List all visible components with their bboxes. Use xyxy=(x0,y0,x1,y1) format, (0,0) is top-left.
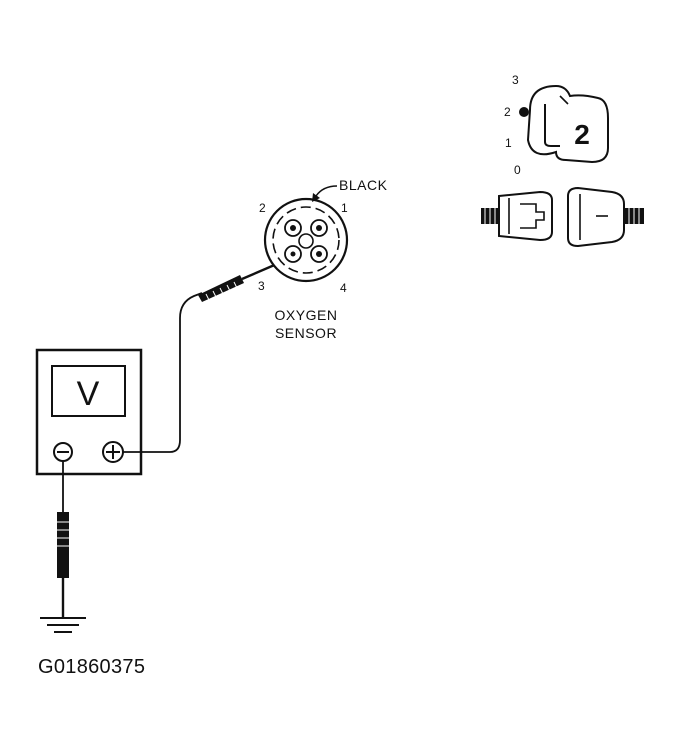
negative-probe xyxy=(57,512,69,618)
ignition-position-1: 1 xyxy=(505,136,512,150)
voltmeter-unit-label: V xyxy=(77,375,100,413)
key-number-label: 2 xyxy=(574,119,590,150)
pin-label-3: 3 xyxy=(258,279,265,293)
black-wire-label: BLACK xyxy=(339,177,388,193)
black-wire-callout xyxy=(312,185,338,202)
negative-terminal-icon xyxy=(53,442,73,462)
pin-label-4: 4 xyxy=(340,281,347,295)
ignition-position-0: 0 xyxy=(514,163,521,177)
negative-test-lead xyxy=(40,461,86,633)
figure-id: G01860375 xyxy=(38,656,146,678)
sensor-caption-line2: SENSOR xyxy=(275,325,337,341)
positive-test-lead xyxy=(123,255,294,453)
ground-symbol-icon xyxy=(40,617,86,633)
disconnected-connector-icon xyxy=(481,186,644,248)
sensor-caption-line1: OXYGEN xyxy=(275,307,338,323)
pin-label-2: 2 xyxy=(259,201,266,215)
voltmeter: V xyxy=(35,348,143,476)
pin-label-1: 1 xyxy=(341,201,348,215)
voltmeter-screen xyxy=(51,365,126,417)
positive-terminal-icon xyxy=(102,441,124,463)
ignition-key-icon xyxy=(519,84,609,164)
ignition-position-3: 3 xyxy=(512,73,519,87)
oxygen-sensor-connector xyxy=(263,197,349,283)
ignition-position-2: 2 xyxy=(504,105,511,119)
